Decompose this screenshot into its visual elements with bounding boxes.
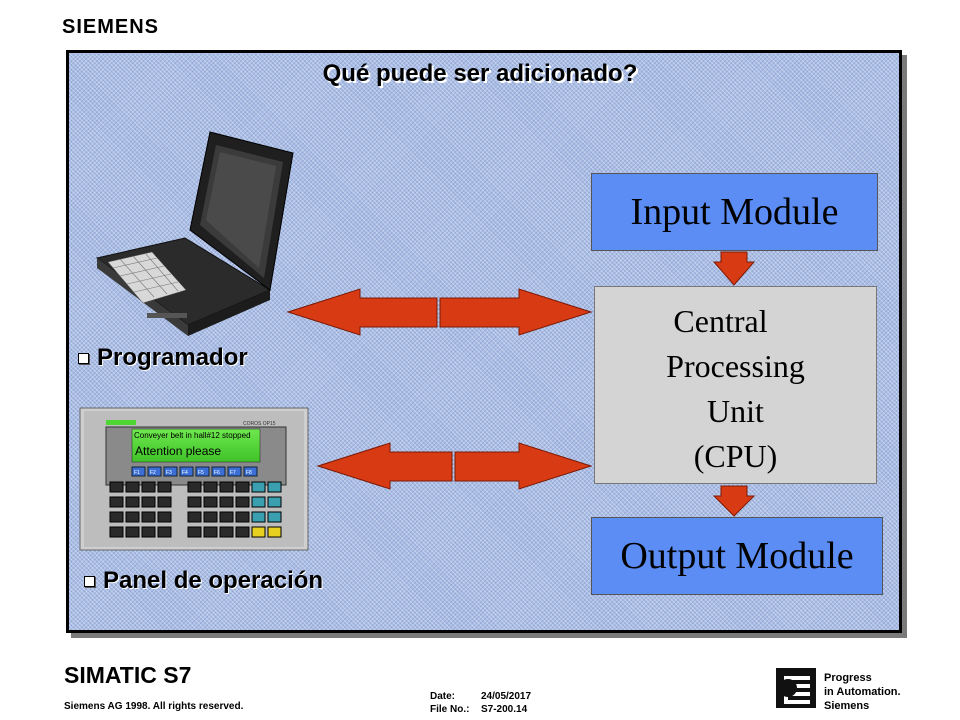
keypad-key — [125, 526, 140, 538]
cpu-box: Central Processing Unit (CPU) — [594, 286, 877, 484]
function-key — [131, 466, 146, 477]
copyright: Siemens AG 1998. All rights reserved. — [64, 701, 244, 712]
function-key — [227, 466, 242, 477]
function-key-label: F4 — [182, 470, 188, 476]
keypad-key — [235, 526, 250, 538]
function-key — [211, 466, 226, 477]
progress-logo-icon — [776, 668, 816, 708]
file-value: S7-200.14 — [481, 704, 528, 715]
keypad — [109, 481, 282, 538]
cpu-line-3: Unit — [707, 393, 764, 429]
keypad-key — [187, 481, 202, 493]
keypad-key — [267, 481, 282, 493]
programador-label: Programador — [78, 344, 248, 372]
keypad-key — [235, 496, 250, 508]
function-key-label: F7 — [230, 470, 236, 476]
keypad-key — [251, 481, 266, 493]
cpu-line-2: Processing — [666, 348, 805, 384]
function-key — [147, 466, 162, 477]
keypad-key — [125, 511, 140, 523]
keypad-key — [235, 511, 250, 523]
keypad-key — [203, 526, 218, 538]
keypad-key — [203, 481, 218, 493]
keypad-key — [251, 511, 266, 523]
slogan: Progress in Automation. Siemens — [824, 672, 901, 712]
op-panel-line1: Conveyer belt in hall#12 stopped — [134, 431, 251, 440]
function-keys: F1 F2 F3 F4 F5 F6 F7 F8 — [131, 466, 258, 477]
keypad-key — [141, 526, 156, 538]
keypad-key — [125, 496, 140, 508]
output-module-box: Output Module — [591, 517, 883, 595]
keypad-key — [125, 481, 140, 493]
keypad-key — [251, 526, 266, 538]
keypad-key — [109, 496, 124, 508]
panel-label: Panel de operación — [84, 567, 323, 595]
laptop-icon — [95, 131, 294, 336]
keypad-key — [109, 526, 124, 538]
keypad-key — [141, 481, 156, 493]
function-key — [163, 466, 178, 477]
keypad-key — [109, 481, 124, 493]
keypad-key — [219, 526, 234, 538]
function-key-label: F3 — [166, 470, 172, 476]
keypad-key — [267, 496, 282, 508]
keypad-key — [267, 526, 282, 538]
keypad-key — [157, 511, 172, 523]
input-module-box: Input Module — [591, 173, 878, 251]
keypad-key — [157, 526, 172, 538]
file-label: File No.: — [430, 704, 470, 715]
arrow-down-cpu-to-output — [712, 485, 756, 517]
keypad-key — [157, 481, 172, 493]
keypad-key — [187, 526, 202, 538]
operator-panel-device: COROS OP15 Conveyer belt in hall#12 stop… — [79, 407, 309, 551]
function-key — [195, 466, 210, 477]
function-key-label: F6 — [214, 470, 220, 476]
keypad-key — [219, 496, 234, 508]
function-key — [243, 466, 258, 477]
function-key-label: F5 — [198, 470, 204, 476]
keypad-key — [235, 481, 250, 493]
double-arrow-panel — [316, 442, 593, 490]
cpu-line-4: (CPU) — [693, 438, 778, 474]
keypad-key — [203, 511, 218, 523]
siemens-logo: SIEMENS — [62, 16, 160, 38]
keypad-key — [157, 496, 172, 508]
slide-title: Qué puede ser adicionado? — [322, 60, 638, 87]
keypad-key — [219, 511, 234, 523]
keypad-key — [141, 511, 156, 523]
bullet-icon — [84, 576, 95, 588]
product-name: SIMATIC S7 — [64, 662, 192, 688]
function-key — [179, 466, 194, 477]
date-label: Date: — [430, 691, 456, 702]
keypad-key — [187, 496, 202, 508]
bullet-icon — [78, 353, 89, 365]
date-value: 24/05/2017 — [481, 691, 532, 702]
double-arrow-programador — [286, 288, 593, 336]
arrow-down-input-to-cpu — [712, 251, 756, 286]
op-panel-line2: Attention please — [135, 444, 221, 458]
keypad-key — [187, 511, 202, 523]
keypad-key — [219, 481, 234, 493]
function-key-label: F1 — [134, 470, 140, 476]
cpu-line-1: Central — [673, 303, 768, 339]
keypad-key — [267, 511, 282, 523]
op-panel-model: COROS OP15 — [243, 421, 276, 427]
keypad-key — [109, 511, 124, 523]
function-key-label: F8 — [246, 470, 252, 476]
keypad-key — [251, 496, 266, 508]
function-key-label: F2 — [150, 470, 156, 476]
keypad-key — [141, 496, 156, 508]
keypad-key — [203, 496, 218, 508]
